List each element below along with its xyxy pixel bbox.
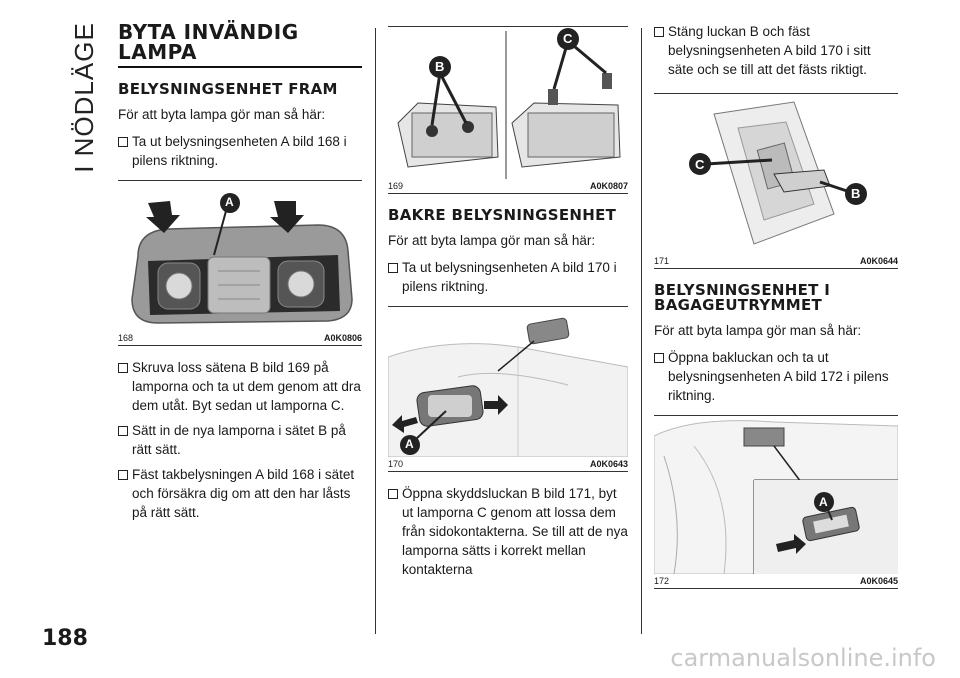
subsection-title: BELYSNINGSENHET FRAM [118,80,338,98]
column-divider [375,28,376,634]
rear-light-unit-illustration [388,317,628,457]
instruction-item: Ta ut belysningsenheten A bild 168 i pil… [118,132,362,170]
instruction-item: Öppna skyddsluckan B bild 171, byt ut la… [388,484,628,579]
boot-light-unit-illustration [654,420,898,574]
figure-code: A0K0643 [589,459,628,469]
figure-caption: 169 A0K0807 [388,179,628,194]
instruction-item: Skruva loss sätena B bild 169 på lamporn… [118,358,362,415]
callout-label-b: B [851,186,861,201]
lamp-cover-illustration [689,101,867,245]
checkbox-bullet-icon [654,27,664,37]
callout-label-c: C [695,157,705,172]
figure-caption: 170 A0K0643 [388,457,628,472]
figure-169: B C 169 A0K0807 [388,26,628,194]
figure-caption: 168 A0K0806 [118,331,362,346]
callout-label-b: B [435,59,445,74]
subsection-title: BAKRE BELYSNINGSENHET [388,206,617,224]
instruction-item: Fäst takbelysningen A bild 168 i sätet o… [118,465,362,522]
instruction-item: Stäng luckan B och fäst belysningsenhete… [654,22,898,79]
page-number: 188 [42,626,88,651]
figure-caption: 172 A0K0645 [654,574,898,589]
instruction-item: Ta ut belysningsenheten A bild 170 i pil… [388,258,628,296]
figure-caption: 171 A0K0644 [654,254,898,269]
intro-text: För att byta lampa gör man så här: [388,233,596,248]
figure-code: A0K0645 [859,576,898,586]
figure-172: A 172 A0K0645 [654,415,898,589]
column-3: Stäng luckan B och fäst belysningsenhete… [654,22,898,601]
figure-code: A0K0806 [323,333,362,343]
column-divider [641,28,642,634]
intro-text: För att byta lampa gör man så här: [118,107,326,122]
figure-code: A0K0807 [589,181,628,191]
section-title: BYTA INVÄNDIG LAMPA [118,22,362,68]
figure-170: A 170 A0K0643 [388,306,628,472]
figure-number: 169 [388,181,404,191]
column-2: B C 169 A0K0807 BAKRE BELYSNINGSENHET Fö… [388,22,628,585]
checkbox-bullet-icon [654,353,664,363]
figure-168: A 168 A0K0806 [118,180,362,346]
lamp-holder-illustration [397,28,621,179]
direction-arrow-icon [776,534,806,554]
checkbox-bullet-icon [388,263,398,273]
column-1: BYTA INVÄNDIG LAMPA BELYSNINGSENHET FRAM… [118,22,362,528]
figure-number: 171 [654,256,670,266]
checkbox-bullet-icon [118,363,128,373]
figure-171: C B 171 A0K0644 [654,93,898,269]
instruction-item: Sätt in de nya lamporna i sätet B på rät… [118,421,362,459]
direction-arrow-icon [392,415,418,433]
front-light-unit-illustration [131,193,353,324]
section-side-label: I NÖDLÄGE [68,21,99,173]
figure-number: 170 [388,459,404,469]
subsection-title: BELYSNINGSENHET I BAGAGEUTRYMMET [654,281,831,314]
checkbox-bullet-icon [118,137,128,147]
direction-arrow-icon [146,201,180,233]
direction-arrow-icon [484,395,508,415]
callout-label-a: A [819,495,828,509]
figure-code: A0K0644 [859,256,898,266]
checkbox-bullet-icon [388,489,398,499]
figure-number: 172 [654,576,670,586]
checkbox-bullet-icon [118,426,128,436]
figure-number: 168 [118,333,134,343]
watermark[interactable]: carmanualsonline.info [670,644,936,672]
intro-text: För att byta lampa gör man så här: [654,323,862,338]
direction-arrow-icon [270,201,304,233]
callout-label-a: A [405,437,414,451]
checkbox-bullet-icon [118,470,128,480]
instruction-item: Öppna bakluckan och ta ut belysningsenhe… [654,348,898,405]
callout-label-c: C [563,31,573,46]
callout-label-a: A [225,195,234,209]
